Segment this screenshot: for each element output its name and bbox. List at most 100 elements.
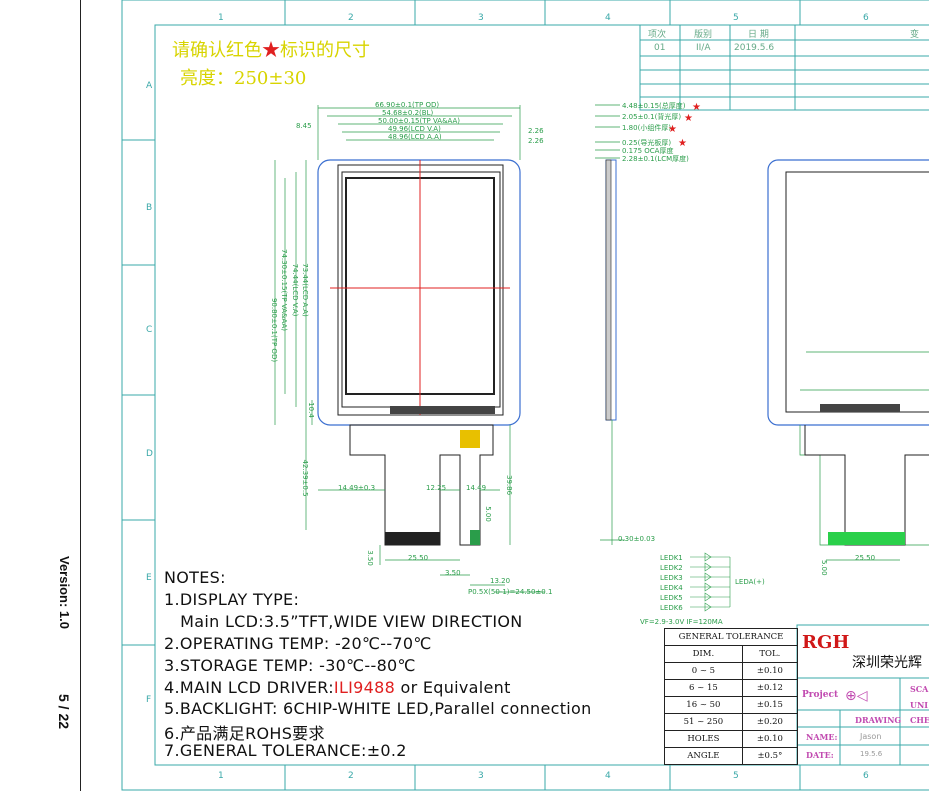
dim-104: 10.4 <box>307 402 315 418</box>
back-view-inner <box>785 171 929 413</box>
revision-table <box>639 24 929 111</box>
dim-1320: 13.20 <box>490 577 510 585</box>
dim-v-tp-od: 90.80±0.1(TP OD) <box>270 298 278 362</box>
tp-outline <box>317 159 521 426</box>
dim-3986: 39.86 <box>505 475 513 496</box>
driver-ic <box>390 406 495 414</box>
col-number-2-bottom: 2 <box>348 771 354 781</box>
col-number-1-bottom: 1 <box>218 771 224 781</box>
col-number-3: 3 <box>478 13 484 23</box>
red-star-icon: ★ <box>262 40 280 61</box>
note-2: 2.OPERATING TEMP: -20℃--70℃ <box>164 634 432 653</box>
rev-header-item: 项次 <box>648 30 667 40</box>
rev-row-date: 2019.5.6 <box>734 43 775 53</box>
date-label: DATE: <box>806 750 834 760</box>
dim-lcd-va: 49.96(LCD V.A) <box>388 125 441 133</box>
side-dim-2: 1.80(小组件厚) <box>622 123 671 132</box>
table-row: ANGLE±0.5° <box>664 747 799 765</box>
lcd-va <box>341 171 501 408</box>
side-dim-bottom: 0.30±0.03 <box>618 535 655 543</box>
back-dim-500: 5.00 <box>820 560 828 576</box>
led-a: LEDA(+) <box>735 578 765 586</box>
fpc-tab <box>470 530 480 545</box>
back-dim-2550: 25.50 <box>855 554 875 562</box>
dim-1225: 12.25 <box>426 484 446 492</box>
col-number-6-bottom: 6 <box>863 771 869 781</box>
led-k6: LEDK6 <box>660 604 683 612</box>
side-dim-3: 0.25(导光板厚) <box>622 138 671 147</box>
red-star-1: ★ <box>692 102 701 113</box>
dim-226b: 2.26 <box>528 137 544 145</box>
brightness-note: 亮度：250±30 <box>180 68 307 89</box>
dim-v-lcd-va: 74.44(LCD V.A) <box>291 264 299 317</box>
col-number-1: 1 <box>218 13 224 23</box>
red-star-2: ★ <box>684 113 693 124</box>
side-strip: Version: 1.0 5 / 22 <box>0 0 81 791</box>
col-number-5: 5 <box>733 13 739 23</box>
tol-header-dim: DIM. <box>664 645 743 663</box>
col-number-6: 6 <box>863 13 869 23</box>
row-letter-f: F <box>146 695 151 705</box>
rev-header-version: 版别 <box>694 30 713 40</box>
unit-label: UNI <box>910 700 929 710</box>
dim-v-lcd-aa: 73.44(LCD A.A) <box>301 263 309 317</box>
led-k2: LEDK2 <box>660 564 683 572</box>
dim-350b: 3.50 <box>445 569 461 577</box>
led-k3: LEDK3 <box>660 574 683 582</box>
rev-header-change: 变 <box>910 30 920 40</box>
col-number-3-bottom: 3 <box>478 771 484 781</box>
tolerance-title: GENERAL TOLERANCE <box>664 628 798 646</box>
project-label: Project <box>802 690 839 700</box>
note-4: 4.MAIN LCD DRIVER:ILI9488 or Equivalent <box>164 678 511 697</box>
note-1: 1.DISPLAY TYPE: <box>164 590 300 609</box>
dim-tp-vaa: 50.00±0.15(TP VA&AA) <box>378 117 460 125</box>
rev-header-date: 日 期 <box>748 30 769 40</box>
table-row: 16 ~ 50±0.15 <box>664 696 799 714</box>
name-label: NAME: <box>806 732 838 742</box>
projection-icon: ⊕◁ <box>845 688 868 704</box>
rev-row-item: 01 <box>654 43 666 53</box>
row-letter-d: D <box>146 449 153 459</box>
back-view-outline <box>767 159 929 426</box>
inner-frame <box>154 24 929 766</box>
drawing-label: DRAWING <box>855 715 902 725</box>
col-number-4: 4 <box>605 13 611 23</box>
table-row: 6 ~ 15±0.12 <box>664 679 799 697</box>
side-dim-0: 4.48±0.15(总厚度) <box>622 101 686 110</box>
back-view-chip <box>820 404 900 412</box>
driver-ic-name: ILI9488 <box>333 678 396 697</box>
table-row: 0 ~ 5±0.10 <box>664 662 799 680</box>
back-view-fpc <box>804 425 929 546</box>
back-view-contacts <box>828 532 905 545</box>
row-letter-b: B <box>146 203 152 213</box>
dim-1449a: 14.49±0.3 <box>338 484 375 492</box>
vf-label: VF=2.9-3.0V IF=120MA <box>640 618 723 626</box>
red-star-3: ★ <box>668 124 677 135</box>
side-dim-1: 2.05±0.1(背光厚) <box>622 112 681 121</box>
dim-226a: 2.26 <box>528 127 544 135</box>
dim-845: 8.45 <box>296 122 312 130</box>
row-letter-c: C <box>146 325 152 335</box>
led-k1: LEDK1 <box>660 554 683 562</box>
dim-bl: 54.68±0.2(BL) <box>382 109 433 117</box>
col-number-4-bottom: 4 <box>605 771 611 781</box>
tol-header-tol: TOL. <box>741 645 799 663</box>
fpc-contacts <box>385 532 440 545</box>
tolerance-table: GENERAL TOLERANCE DIM.TOL. 0 ~ 5±0.10 6 … <box>664 628 799 765</box>
fpc-outline <box>349 424 494 546</box>
note-6: 6.产品满足ROHS要求 <box>164 724 325 743</box>
dim-v-tp-vaa: 74.30±0.15(TP VA&AA) <box>280 249 288 331</box>
table-row: HOLES±0.10 <box>664 730 799 748</box>
company-name: 深圳荣光辉 <box>852 655 922 671</box>
row-letter-a: A <box>146 81 153 91</box>
fpc-components <box>460 430 480 448</box>
scale-label: SCA <box>910 684 929 694</box>
dim-500: 5.00 <box>484 506 492 522</box>
dim-lcd-aa: 48.96(LCD A.A) <box>388 133 442 141</box>
note-7: 7.GENERAL TOLERANCE:±0.2 <box>164 741 407 760</box>
led-k5: LEDK5 <box>660 594 683 602</box>
date-value: 19.5.6 <box>860 750 883 758</box>
table-row: 51 ~ 250±0.20 <box>664 713 799 731</box>
note-3: 3.STORAGE TEMP: -30℃--80℃ <box>164 656 416 675</box>
led-k4: LEDK4 <box>660 584 683 592</box>
